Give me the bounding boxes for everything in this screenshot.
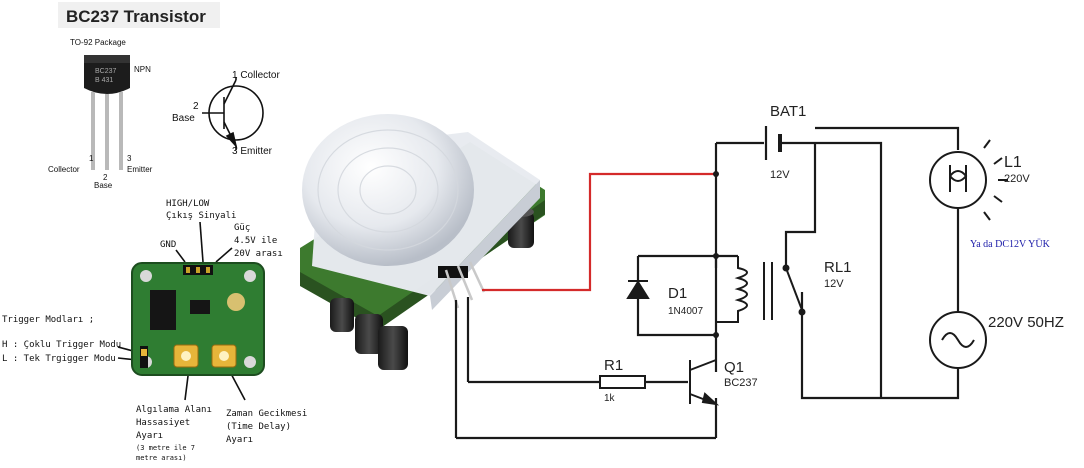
transistor-title: BC237 Transistor xyxy=(66,7,206,26)
power-label-2: 4.5V ile xyxy=(234,236,277,246)
diode-value: 1N4007 xyxy=(668,306,703,317)
package-label: TO-92 Package xyxy=(70,38,126,47)
lamp-icon xyxy=(929,139,1008,221)
load-note: Ya da DC12V YÜK xyxy=(970,238,1051,250)
power-label: Güç xyxy=(234,223,250,233)
power-label-3: 20V arası xyxy=(234,249,283,259)
ac-source-symbol xyxy=(929,311,987,369)
to92-package-icon: BC237 B 431 xyxy=(84,55,130,170)
junction-dots xyxy=(713,171,719,338)
sensitivity-range-2: metre arası) xyxy=(136,454,187,462)
svg-text:2: 2 xyxy=(103,173,108,182)
trigger-modes-title: Trigger Modları ; xyxy=(2,315,94,325)
relay-coil-symbol xyxy=(716,256,806,323)
schematic-wires xyxy=(454,126,960,440)
time-delay-label: Zaman Gecikmesi xyxy=(226,409,307,419)
resistor-name: R1 xyxy=(604,357,623,374)
sensitivity-range: (3 metre ile 7 xyxy=(136,444,195,452)
npn-symbol-icon xyxy=(202,77,264,150)
ac-source-label: 220V 50HZ xyxy=(988,314,1064,331)
relay-name: RL1 xyxy=(824,259,852,276)
battery-name: BAT1 xyxy=(770,103,806,120)
svg-text:3: 3 xyxy=(127,154,132,163)
pin-base-label: Base xyxy=(94,181,113,190)
lamp-value: 220V xyxy=(1004,173,1030,185)
diode-name: D1 xyxy=(668,285,687,302)
pir-board-image xyxy=(131,262,265,376)
trigger-mode-h: H : Çoklu Trigger Modu xyxy=(2,340,121,350)
symbol-collector-label: 1 Collector xyxy=(232,70,280,81)
npn-label: NPN xyxy=(134,65,151,74)
transistor-value: BC237 xyxy=(724,377,758,389)
resistor-value: 1k xyxy=(604,393,616,404)
resistor-symbol xyxy=(599,375,646,389)
pin-collector-label: Collector xyxy=(48,165,80,174)
time-delay-label-3: Ayarı xyxy=(226,435,253,445)
battery-value: 12V xyxy=(770,169,790,181)
sensitivity-label-2: Hassasiyet xyxy=(136,418,190,428)
pir-module-annotated: HIGH/LOW Çıkış Sinyali GND Güç 4.5V ile … xyxy=(2,199,307,462)
q1-transistor-symbol xyxy=(689,359,720,410)
sensitivity-label: Algılama Alanı xyxy=(136,405,212,415)
relay-value: 12V xyxy=(824,278,844,290)
battery-symbol xyxy=(764,126,782,160)
trigger-mode-l: L : Tek Trgigger Modu xyxy=(2,354,116,364)
transistor-name: Q1 xyxy=(724,359,744,376)
sensitivity-label-3: Ayarı xyxy=(136,431,163,441)
lamp-name: L1 xyxy=(1004,154,1022,171)
output-label: HIGH/LOW xyxy=(166,199,210,209)
pin-emitter-label: Emitter xyxy=(127,165,153,174)
svg-text:2: 2 xyxy=(193,101,199,112)
title-background xyxy=(58,2,220,28)
svg-text:1: 1 xyxy=(89,154,94,163)
signal-wire xyxy=(482,172,716,292)
time-delay-label-2: (Time Delay) xyxy=(226,422,291,432)
symbol-base-label: Base xyxy=(172,113,195,124)
symbol-emitter-label: 3 Emitter xyxy=(232,146,273,157)
svg-text:B 431: B 431 xyxy=(95,77,113,84)
diode-symbol xyxy=(626,280,650,299)
pir-sensor-photo xyxy=(300,114,545,370)
gnd-label: GND xyxy=(160,240,176,250)
svg-text:BC237: BC237 xyxy=(95,68,117,75)
output-label-2: Çıkış Sinyali xyxy=(166,211,236,221)
transistor-datasheet: BC237 Transistor TO-92 Package BC237 B 4… xyxy=(48,2,280,190)
